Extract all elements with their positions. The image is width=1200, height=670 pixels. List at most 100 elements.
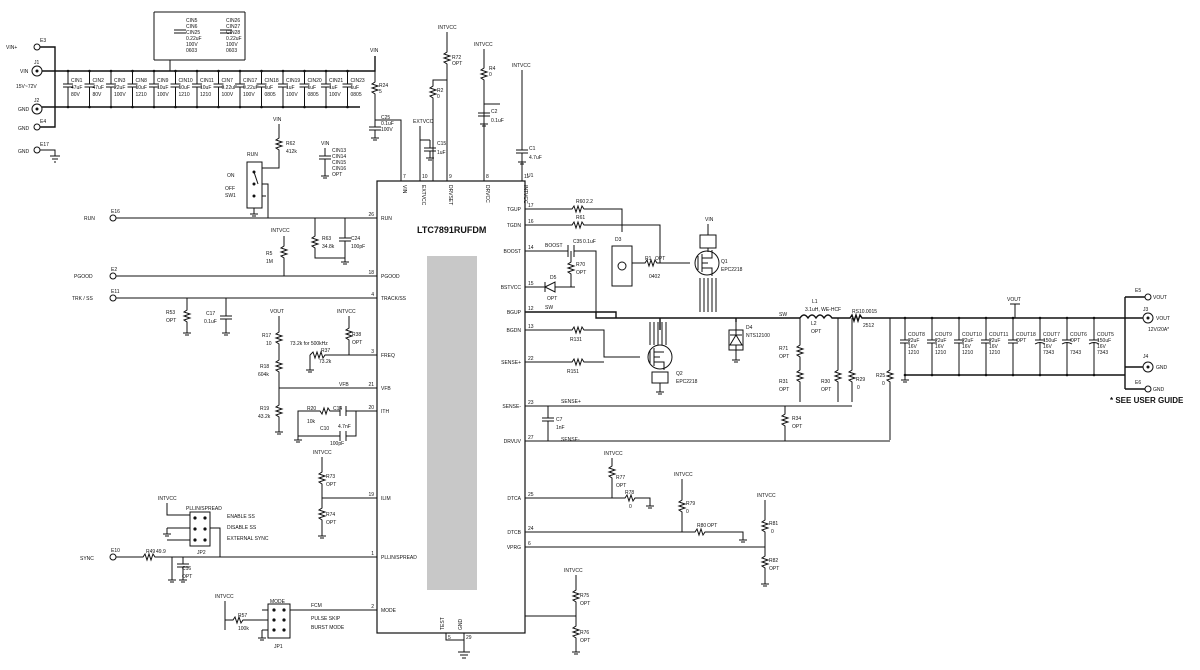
label-r1-val: OPT [655,256,665,262]
input-cap-symbol [299,71,310,107]
label-r72-val: OPT [452,61,462,67]
q1-circle [694,250,720,276]
junction-dot [109,69,113,73]
input-cap-rating: 100V [286,92,298,98]
label-cin5: CIN5 [186,18,198,24]
sense-resistors [795,318,895,440]
terminal-j1-inner [35,69,39,73]
label-jp2-title: PLLIN/SPREAD [186,506,222,512]
sw-net [525,311,800,330]
output-cap-symbol [954,318,964,375]
input-cap-ref: CIN18 [265,78,279,84]
label-r151: R151 [567,369,579,375]
ic-pin-number: 1 [371,551,374,557]
label-on: ON [227,173,235,179]
input-cap-value: 1uF [329,85,338,91]
cin13-symbol [319,148,331,179]
jp2-pin-5 [193,538,197,542]
net-vfb: VFB [339,382,349,388]
input-cap-value: 1uF [351,85,360,91]
net-vin-top: VIN [370,48,379,54]
label-c25: C25 [381,115,390,121]
ic-pin-number: 11 [524,174,529,180]
label-c35-val: 0.1uF [583,239,596,245]
junction-dot [303,69,306,73]
q2-drain-pads [649,322,667,345]
input-cap-symbol [127,71,138,107]
label-r24-val: 5 [379,89,382,95]
input-cap-value: 47uF [93,85,104,91]
ic-pin-name: TGDN [507,223,522,229]
label-r37-val: 73.2k [319,359,332,365]
label-r70: R70 [576,262,585,268]
input-cap-symbol [235,71,245,107]
net-vout-fb: VOUT [270,309,284,315]
jp2-body[interactable] [189,511,211,547]
output-cap-symbol [1061,318,1073,375]
label-pgood: PGOOD [74,274,93,280]
junction-dot [1065,373,1069,377]
input-cap-value: 10uF [136,85,147,91]
label-r5-val: 1M [266,259,273,265]
label-r60: R60 [576,199,585,205]
label-r71-val: OPT [779,354,789,360]
label-r31: R31 [779,379,788,385]
label-c24-val: 100pF [351,244,365,250]
label-c2-val: 0.1uF [491,118,504,124]
output-cap-rating: 16V [1097,344,1107,350]
label-r61: R61 [576,215,585,221]
label-disable-ss: DISABLE SS [227,525,257,531]
r24-wire [370,71,402,181]
ic-pin-name: RUN [381,216,392,222]
output-cap-ref: COUT6 [1070,332,1087,338]
ic-part-number: LTC7891RUFDM [417,225,486,235]
label-r77-val: OPT [616,483,626,489]
q1-drain-pad [699,224,717,252]
label-j2: J2 [34,98,40,104]
label-d3: D3 [615,237,622,243]
net-intvcc-r81: INTVCC [757,493,776,499]
junction-dot [930,373,934,377]
input-cap-ref: CIN3 [114,78,126,84]
jp1-body[interactable] [267,603,291,639]
label-q1-val: EPC2218 [721,267,743,273]
label-r18-val: 604k [258,372,269,378]
output-cap-value: 22uF [935,338,946,344]
vfb-divider [274,316,377,435]
label-r38: R38 [352,332,361,338]
junction-dot [984,373,988,377]
ic-pin-number: 3 [371,349,374,355]
input-cap-rating: 0805 [308,92,319,98]
label-r4-val: 0 [489,72,492,78]
ic-pin-number: 5 [448,635,451,641]
net-intvcc-jp2: INTVCC [158,496,177,502]
label-r75-val: OPT [580,601,590,607]
label-gnd-e17: GND [18,149,30,155]
ic-pin-name: TRACK/SS [381,296,407,302]
ic-pin-name: VPRG [507,545,521,551]
label-r37: R37 [321,348,330,354]
input-cap-symbol [321,71,331,107]
label-r20-val: 10k [307,419,316,425]
input-cap-rating: 100V [243,92,255,98]
net-vin-r62: VIN [273,117,282,123]
label-c16: C16 [182,566,191,572]
jp2-pin-2 [203,516,207,520]
dtca-net [525,479,747,543]
label-e2: E2 [111,267,117,273]
sync-net [116,552,220,583]
ic-pin-number: 18 [368,270,374,276]
label-l2: L2 [811,321,817,327]
cap-cin5-symbol [174,29,186,34]
output-cap-ref: COUT11 [989,332,1009,338]
ic-pin-name: DRVCC [484,185,490,203]
sense-net [525,405,890,442]
label-c10-val: 100pF [330,441,344,447]
net-intvcc-jp1: INTVCC [215,594,234,600]
label-r63: R63 [322,236,331,242]
label-c25-val: 0.1uF [381,121,394,127]
output-cap-ref: COUT7 [1043,332,1060,338]
output-cap-ref: COUT9 [935,332,952,338]
ic-pin-number: 13 [528,324,534,330]
input-cap-value: 1uF [286,85,295,91]
